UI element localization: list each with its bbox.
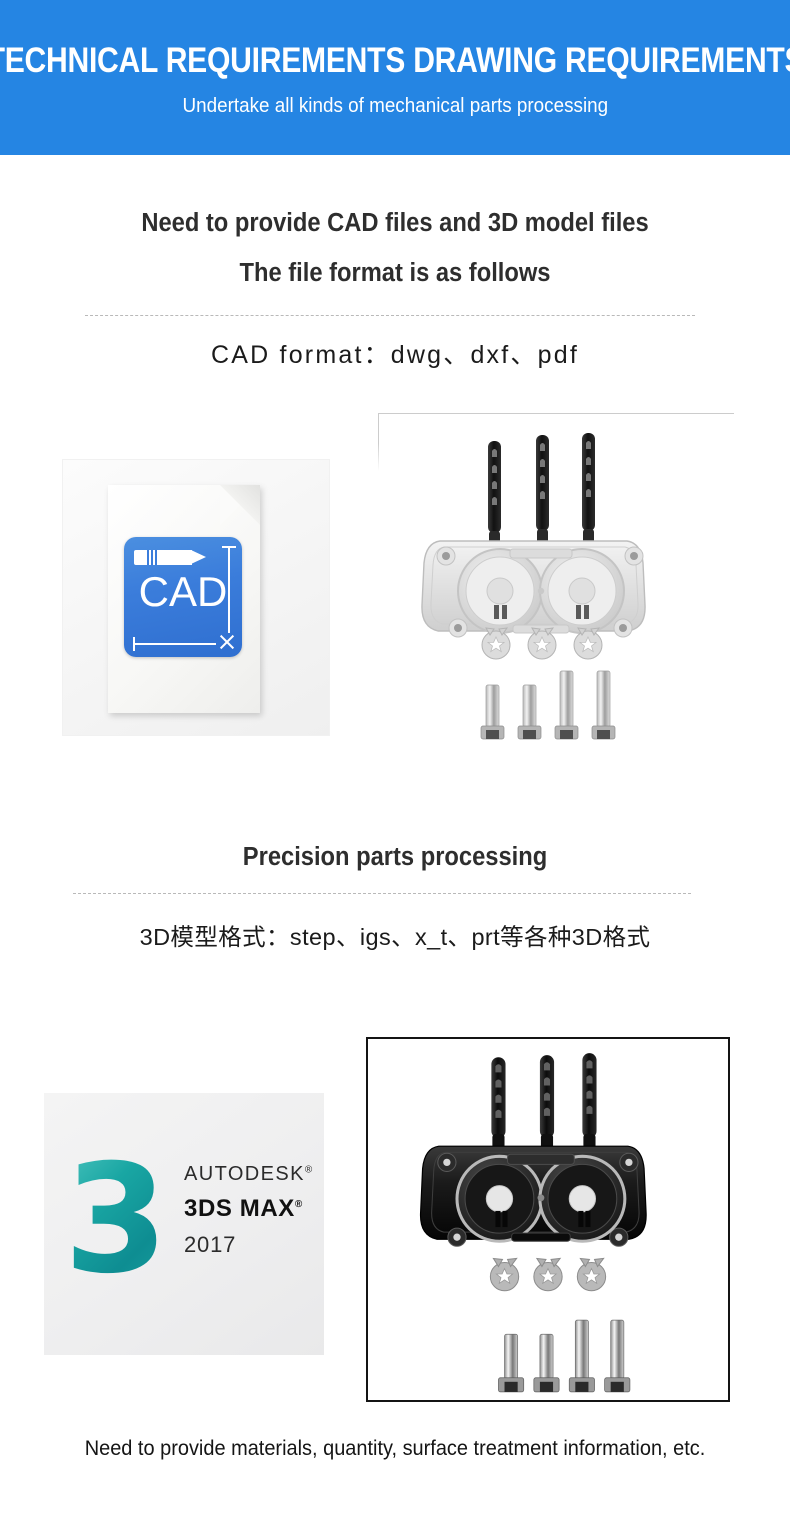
dimension-line-horizontal [134,643,216,645]
autodesk-year-label: 2017 [184,1232,237,1257]
autodesk-numeral-3-icon: 3 [60,1145,172,1295]
cad-file-icon: CAD [108,485,260,713]
header-banner: TECHNICAL REQUIREMENTS DRAWING REQUIREME… [0,0,790,155]
banner-title: TECHNICAL REQUIREMENTS DRAWING REQUIREME… [0,41,790,81]
dimension-cap-top [222,546,236,548]
cad-badge: CAD [124,537,242,657]
divider-bottom [73,893,691,894]
black-housing-assembly-photo [366,1037,730,1402]
white-housing-illustration [421,433,646,740]
three-d-format-line: 3D模型格式：step、igs、x_t、prt等各种3D格式 [139,924,651,950]
registered-mark-icon-2: ® [294,1199,303,1210]
dimension-line-vertical [228,547,230,633]
black-housing-illustration [419,1053,647,1393]
registered-mark-icon: ® [304,1164,314,1176]
cad-format-line: CAD format：dwg、dxf、pdf [211,341,579,369]
autodesk-3dsmax-logo-panel: 3 AUTODESK® 3DS MAX® 2017 [44,1093,324,1355]
page-fold-icon [220,485,260,525]
cad-headline-line2: The file format is as follows [239,259,551,287]
cad-headline-line1: Need to provide CAD files and 3D model f… [141,209,649,237]
cad-file-icon-panel: CAD [62,459,330,736]
footer-note: Need to provide materials, quantity, sur… [84,1437,706,1460]
divider-top [85,315,695,316]
precision-headline: Precision parts processing [242,843,548,871]
dimension-cross-icon [218,633,236,651]
pencil-icon [134,550,206,565]
banner-subtitle: Undertake all kinds of mechanical parts … [182,93,608,117]
autodesk-brand-text: AUTODESK [184,1163,305,1185]
autodesk-brand-label: AUTODESK® [184,1163,314,1186]
white-housing-assembly-photo [378,413,734,743]
cad-badge-label: CAD [138,568,228,615]
autodesk-product-label: 3DS MAX® [184,1195,314,1223]
autodesk-wordmark: AUTODESK® 3DS MAX® 2017 [184,1163,314,1258]
autodesk-product-text: 3DS MAX [184,1195,295,1222]
dimension-cap-left [133,637,135,651]
